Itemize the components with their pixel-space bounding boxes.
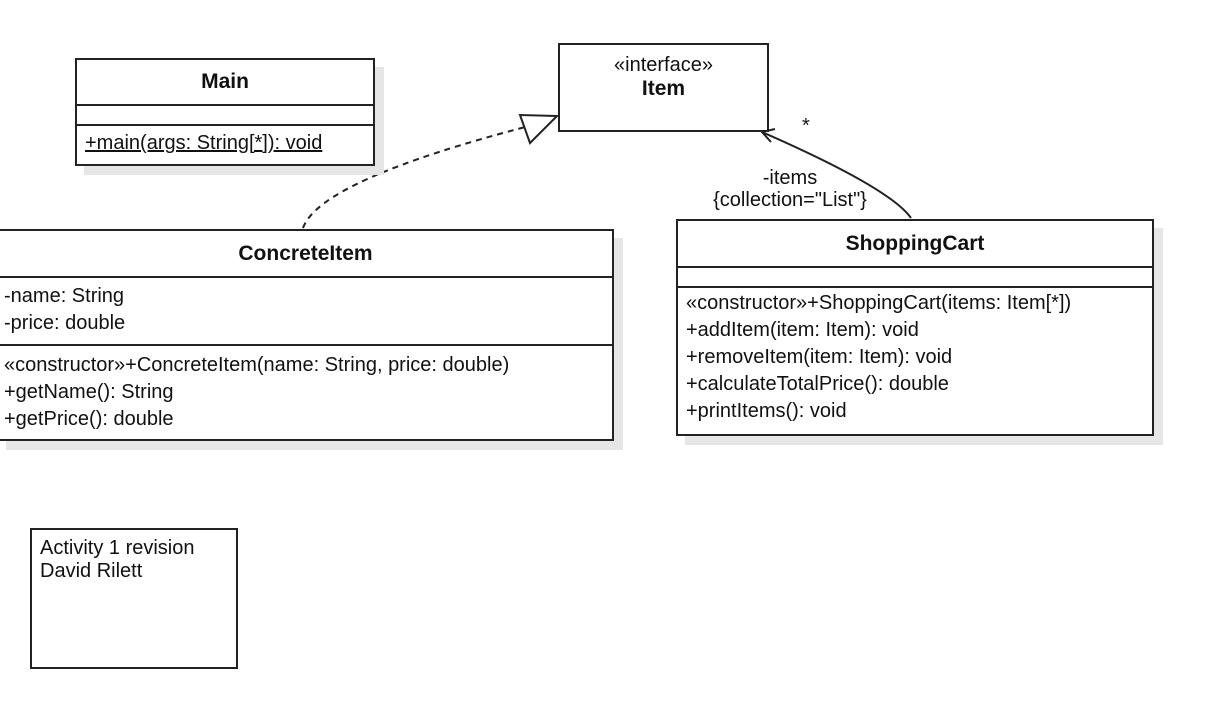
association-arrowhead: [760, 128, 776, 143]
association-role: -items: [762, 167, 818, 189]
association-role-label: -items {collection="List"}: [690, 167, 890, 211]
class-shopping-cart-operations: «constructor»+ShoppingCart(items: Item[*…: [678, 286, 1152, 427]
note[interactable]: Activity 1 revision David Rilett: [30, 528, 238, 669]
operation: «constructor»+ShoppingCart(items: Item[*…: [686, 292, 1072, 314]
attribute: -price: double: [4, 312, 126, 334]
class-shopping-cart-attributes: [678, 266, 1152, 286]
class-concrete-item-name: ConcreteItem: [238, 242, 373, 265]
realization-arrowhead: [518, 113, 560, 145]
operation: +printItems(): void: [686, 400, 847, 422]
class-concrete-item[interactable]: ConcreteItem -name: String -price: doubl…: [0, 229, 614, 441]
note-line: Activity 1 revision: [40, 537, 195, 559]
operation: +main(args: String[*]): void: [85, 132, 323, 154]
note-line: David Rilett: [40, 560, 143, 582]
association-constraint: {collection="List"}: [713, 189, 867, 211]
operation: +calculateTotalPrice(): double: [686, 373, 949, 395]
operation: +getPrice(): double: [4, 408, 174, 430]
operation: +addItem(item: Item): void: [686, 319, 919, 341]
class-concrete-item-operations: «constructor»+ConcreteItem(name: String,…: [0, 344, 612, 439]
realization-edge: [302, 124, 534, 229]
class-main-name: Main: [201, 70, 249, 93]
attribute: -name: String: [4, 285, 125, 307]
operation: «constructor»+ConcreteItem(name: String,…: [4, 354, 510, 376]
interface-item[interactable]: «interface» Item: [558, 43, 769, 132]
operation: +removeItem(item: Item): void: [686, 346, 953, 368]
class-shopping-cart-name: ShoppingCart: [845, 232, 985, 255]
association-multiplicity: *: [802, 115, 810, 137]
class-main-attributes: [77, 104, 373, 124]
interface-item-name: Item: [641, 77, 686, 100]
operation: +getName(): String: [4, 381, 174, 403]
association-edge: [761, 131, 912, 219]
interface-item-header: «interface» Item: [560, 45, 767, 101]
class-main[interactable]: Main +main(args: String[*]): void: [75, 58, 375, 166]
class-main-operations: +main(args: String[*]): void: [77, 124, 373, 161]
class-concrete-item-attributes: -name: String -price: double: [0, 276, 612, 344]
interface-stereotype: «interface»: [614, 54, 713, 76]
class-shopping-cart[interactable]: ShoppingCart «constructor»+ShoppingCart(…: [676, 219, 1154, 436]
